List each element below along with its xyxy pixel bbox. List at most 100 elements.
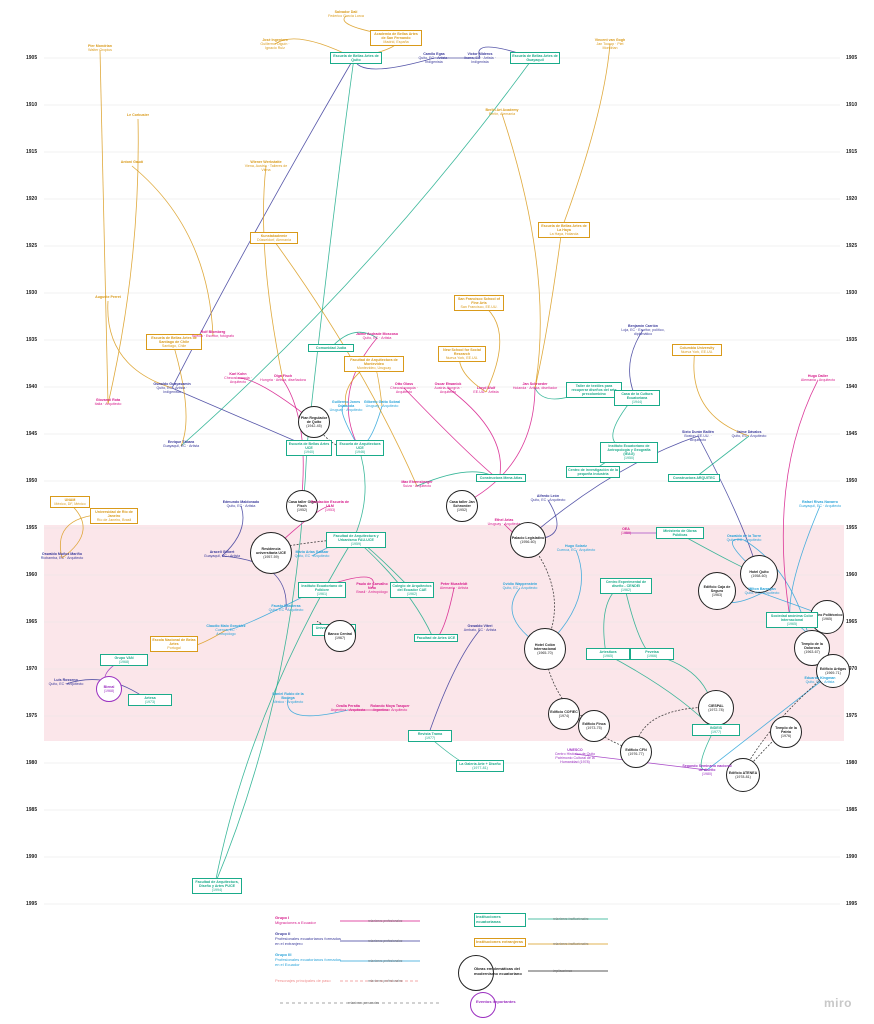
node-subtitle: Checoslovaquia · Arquitecto xyxy=(224,376,252,385)
relation-edge xyxy=(427,629,481,737)
node-title: Karl Kohn xyxy=(229,372,247,376)
node-subtitle: Quito, EC · Arquitecto xyxy=(294,554,330,559)
node-title: Rolf Blomberg xyxy=(200,330,226,334)
relation-edge xyxy=(460,387,536,506)
node-title: Taller de textiles para recuperar diseño… xyxy=(571,384,617,397)
node-title: Rolando Moya Tasquer xyxy=(370,704,410,708)
node-title: UNESCO xyxy=(567,748,583,752)
year-label-left: 1975 xyxy=(26,713,38,719)
year-label-right: 1925 xyxy=(846,243,858,249)
year-label-right: 1930 xyxy=(846,290,858,296)
legend-group2-desc: Profesionales ecuatorianos formados en e… xyxy=(275,935,342,946)
year-label-left: 1905 xyxy=(26,55,38,61)
node-title: Ovalla Peralta xyxy=(336,704,360,708)
node-n45: Instituto Ecuatoriano de Antropología y … xyxy=(600,442,658,463)
legend-ecuadorian-inst: Instituciones ecuatorianas xyxy=(474,913,526,927)
relation-edge xyxy=(501,113,541,389)
year-label-left: 1985 xyxy=(26,807,38,813)
node-title: Lloyd Wulf xyxy=(476,386,496,390)
node-subtitle: Suiza · Arquitecto xyxy=(402,484,432,489)
year-label-left: 1910 xyxy=(26,102,38,108)
legend-persona-desc: Personajes principales de paso xyxy=(275,978,331,983)
node-title: Pier Mondrian xyxy=(88,44,112,48)
node-title: Plan Regulador de Quito xyxy=(300,415,328,424)
node-subtitle: Quito, EC · Artista xyxy=(362,336,392,341)
node-title: Auguste Perret xyxy=(95,295,121,299)
node-subtitle: Quito, EC · Artista xyxy=(805,680,835,685)
node-title: Escola Nacional de Belas Artes xyxy=(152,638,196,647)
node-subtitle: Checoslovaquia · Arquitecto xyxy=(390,386,418,395)
node-subtitle: (1973-75) xyxy=(586,726,602,730)
node-subtitle: Alemania · Arquitecto xyxy=(800,378,836,383)
node-title: Edificio Artigas xyxy=(819,666,847,671)
legend-group3-desc: Profesionales ecuatorianos formados en e… xyxy=(275,956,342,967)
node-title: Giovanni Rota xyxy=(95,398,121,402)
node-subtitle: Santiago, Chile xyxy=(161,344,187,349)
node-subtitle: Portugal xyxy=(167,646,181,651)
node-subtitle: (1950) xyxy=(623,456,635,461)
node-subtitle: Holanda · Artista, diseñador xyxy=(512,386,558,391)
node-title: Facultad de Arquitectura, Diseño y Artes… xyxy=(195,880,239,889)
node-title: Salvador Dalí xyxy=(334,10,358,14)
node-title: Hotel Colón Internacional xyxy=(533,642,557,651)
node-subtitle: Argentina · Arquitecto xyxy=(372,708,408,713)
node-title: Artesitura xyxy=(599,650,617,654)
node-subtitle: Riobamba, EC · Arquitecto xyxy=(40,556,84,561)
node-subtitle: (1977) xyxy=(424,736,436,741)
node-subtitle: Quito, EC · Artista xyxy=(226,504,256,509)
node-subtitle: (1972-78) xyxy=(708,708,724,712)
legend-personal-rel: relaciones personales xyxy=(348,1001,380,1005)
node-subtitle: (1968) xyxy=(118,660,130,665)
node-title: Segundo Seminario nacional de diseño xyxy=(682,764,732,773)
node-n11: Le Corbusier xyxy=(118,113,158,117)
node-title: Casa de la Cultura Ecuatoriana xyxy=(621,392,653,401)
node-title: Edificio Caja de Seguro xyxy=(703,584,731,593)
node-title: Wiener Werkstatte xyxy=(250,160,282,164)
node-title: Escuela de Bellas Artes de La Haya xyxy=(541,224,587,233)
node-title: INDEIS xyxy=(710,726,722,730)
node-subtitle: Düsseldorf, Alemania xyxy=(257,238,291,243)
node-subtitle: (1961) xyxy=(316,592,328,597)
node-subtitle: Uruguay · Arquitecto xyxy=(329,408,363,413)
node-subtitle: Río de Janeiro, Brasil xyxy=(96,518,132,523)
node-n64: Residencia universitaria UCE(1957-59) xyxy=(250,532,292,574)
node-subtitle: Brasil · Antropólogo xyxy=(356,590,388,595)
node-subtitle: Quito, EC · Arquitecto xyxy=(502,586,538,591)
node-n19: Escuela de Bellas Artes de Santiago de C… xyxy=(146,334,202,351)
node-subtitle: Ibarra, EC · Artista · Indigenista xyxy=(464,56,496,65)
relation-edge xyxy=(347,337,378,447)
legend-works-icon xyxy=(458,955,494,991)
node-subtitle: Uruguay · Arquitecto xyxy=(365,404,399,409)
node-n46: Centro de investigación de la pequeña in… xyxy=(566,466,620,479)
node-subtitle: (1953) xyxy=(324,508,336,513)
miro-logo: miro xyxy=(823,996,852,1010)
node-n88: Facultad de Artes UCE xyxy=(414,634,458,643)
relation-edge xyxy=(341,405,359,447)
node-n52: Casa taller Jan Schroeder(1952) xyxy=(446,490,478,522)
node-n91: Pevetsa(1966) xyxy=(630,648,674,661)
node-subtitle: (1966) xyxy=(646,654,658,659)
node-title: Daniel Rubio de la Bodega xyxy=(272,692,304,701)
legend-works: Obras emblemáticas del modernismo ecuato… xyxy=(474,966,522,976)
year-label-left: 1945 xyxy=(26,431,38,437)
node-title: UNAM xyxy=(64,498,76,502)
year-label-right: 1955 xyxy=(846,525,858,531)
node-subtitle: Boston, EE.UU. · Arquitecto xyxy=(684,434,712,443)
node-subtitle: Argentina · Arquitecta xyxy=(330,708,366,713)
node-subtitle: (1940) xyxy=(303,450,315,455)
